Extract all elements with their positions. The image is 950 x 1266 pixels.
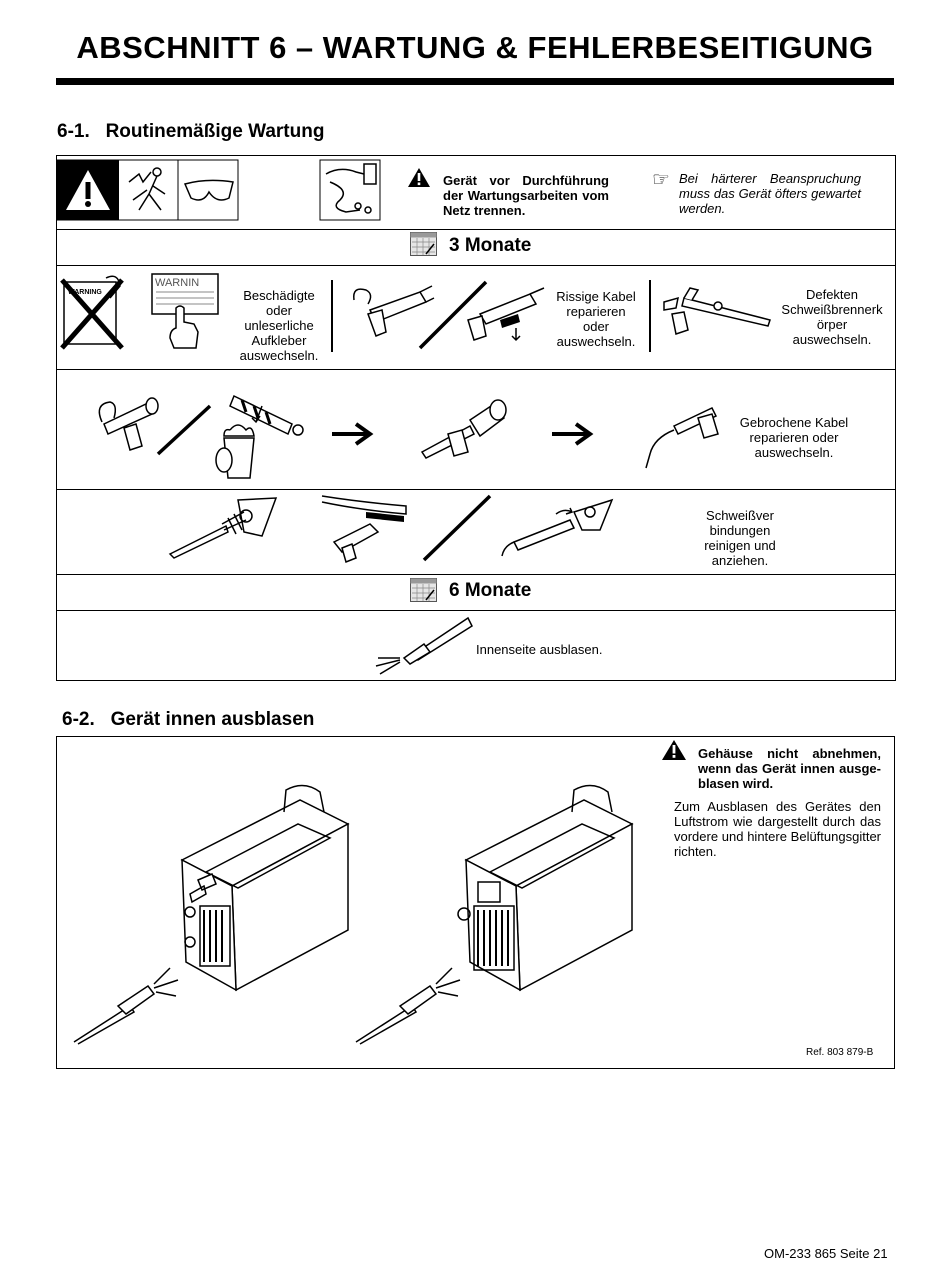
row-divider (57, 610, 895, 611)
row-divider (57, 265, 895, 266)
tighten-connection-icon (501, 498, 614, 557)
torch-body-icon (663, 287, 771, 335)
damaged-cable-icon (353, 285, 435, 337)
label-blow: Innenseite ausblasen. (476, 642, 603, 657)
period-3-months: 3 Monate (449, 235, 532, 256)
label-stickers: Beschädigte oder unleserliche Aufkleber … (239, 288, 319, 363)
air-nozzle-icon (375, 616, 473, 675)
air-nozzle-icon (73, 967, 179, 1045)
pointing-hand-icon: ☞ (652, 169, 670, 191)
warning-disconnect-text: Gerät vor Durchführung der Wartungsarbei… (443, 173, 609, 218)
brush-icon (321, 495, 407, 564)
row-divider (57, 369, 895, 370)
calendar-icon (410, 578, 437, 602)
warning-triangle-icon (662, 740, 686, 760)
arrow-right-icon (552, 422, 594, 446)
safety-symbols-icon (56, 159, 239, 221)
air-nozzle-icon (355, 967, 461, 1045)
row-divider (57, 574, 895, 575)
maintenance-table (56, 155, 896, 681)
row-divider (57, 229, 895, 230)
label-torch: Defekten Schweißbrennerk örper auswechse… (781, 287, 883, 347)
welder-rear-view-icon (457, 784, 634, 992)
row-divider (57, 489, 895, 490)
period-6-months: 6 Monate (449, 580, 532, 601)
cable-tape-icon (98, 397, 159, 451)
calendar-icon (410, 232, 437, 256)
warning-triangle-icon (408, 168, 430, 187)
discard-trash-icon (215, 394, 304, 479)
separator-slash (422, 494, 492, 562)
section-heading-6-1: 6-1. Routinemäßige Wartung (57, 121, 325, 142)
torch-cable-icon (645, 407, 719, 469)
repaired-cable-icon (467, 287, 545, 342)
sticker-warning-label: WARNING (68, 289, 102, 296)
connector-icon (420, 399, 507, 459)
new-sticker-icon: WARNIN (151, 273, 219, 349)
sticker-warning-label-2: WARNIN (155, 277, 199, 289)
note-text: Bei härterer Beanspruchung muss das Gerä… (679, 171, 861, 216)
reference-number: Ref. 803 879-B (806, 1047, 874, 1058)
section-heading-6-2: 6-2. Gerät innen ausblasen (62, 709, 315, 730)
arrow-right-icon (332, 422, 374, 446)
label-connections: Schweißver bindungen reinigen und anzieh… (704, 508, 776, 568)
page-number: OM-233 865 Seite 21 (764, 1246, 888, 1261)
separator (331, 280, 333, 352)
crossed-sticker-icon: WARNING (60, 275, 124, 350)
welder-front-view-icon (180, 784, 350, 992)
title-rule (56, 78, 894, 85)
separator-slash (156, 404, 212, 456)
label-broken-cables: Gebrochene Kabel reparieren oder auswech… (739, 415, 849, 460)
label-cables: Rissige Kabel reparieren oder auswechsel… (556, 289, 636, 349)
wire-brush-icon (168, 497, 278, 559)
separator (649, 280, 651, 352)
page-title: ABSCHNITT 6 – WARTUNG & FEHLERBESEITIGUN… (76, 30, 874, 65)
unplug-icon (319, 159, 381, 221)
blow-out-box (56, 736, 895, 1069)
warning-housing-text: Gehäuse nicht abnehmen, wenn das Gerät i… (698, 746, 881, 791)
blow-instructions-text: Zum Ausblasen des Gerätes den Luftstrom … (674, 799, 881, 859)
separator-slash (418, 280, 488, 350)
